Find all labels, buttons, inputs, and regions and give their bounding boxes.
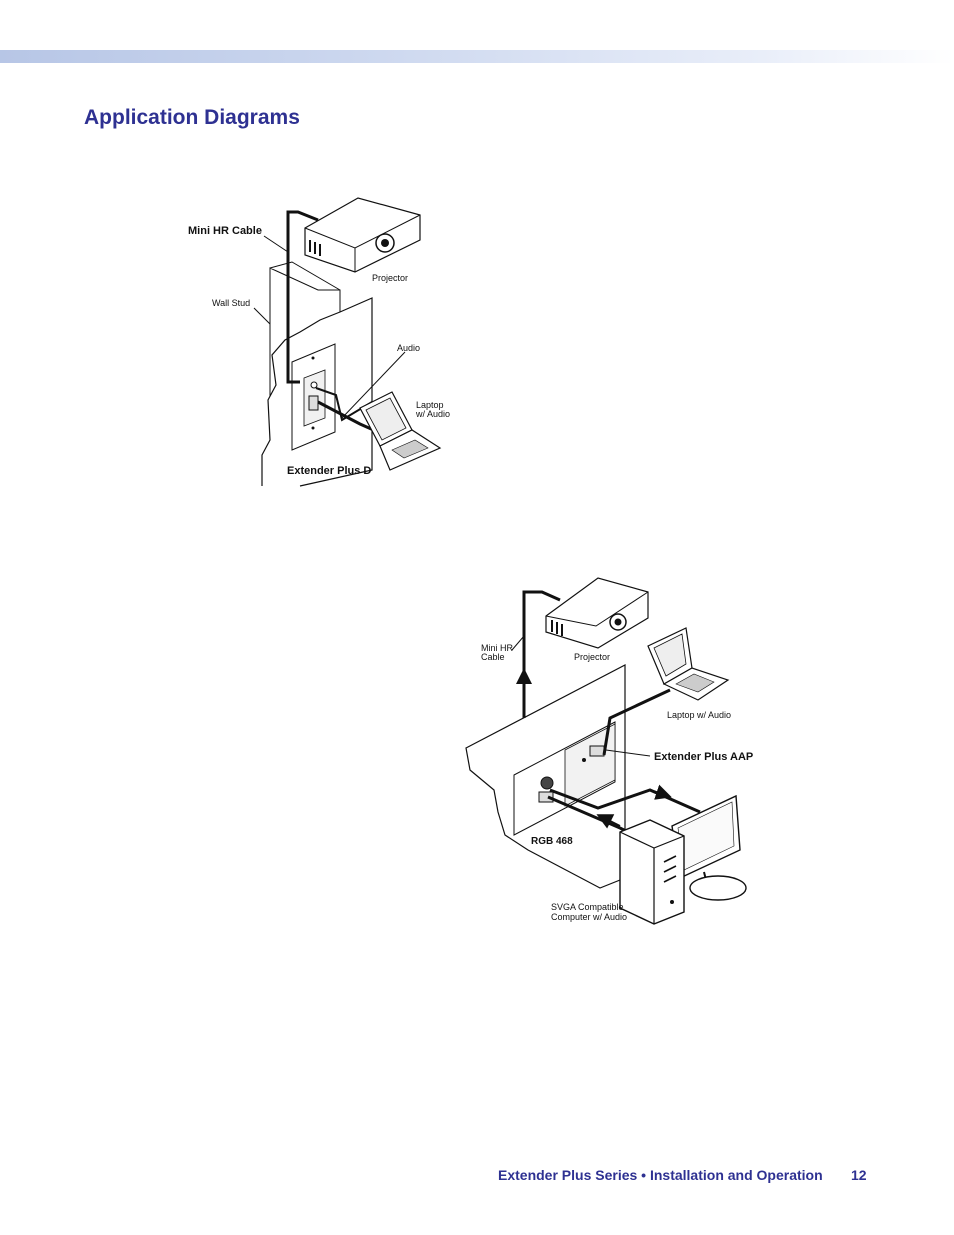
leader-audio <box>341 351 406 419</box>
label-mini-hr-line2: Cable <box>481 652 505 662</box>
extender-plus-d-plate <box>291 343 336 451</box>
label-rgb-468: RGB 468 <box>531 836 573 847</box>
mini-hr-cable-line <box>286 210 319 384</box>
page-title: Application Diagrams <box>84 106 300 129</box>
laptop-cable-line <box>602 688 671 756</box>
leader-extender-plus-aap <box>605 749 651 757</box>
label-computer-line1: SVGA Compatible <box>551 902 624 912</box>
header-band <box>0 50 954 63</box>
monitor-cable-line <box>549 788 701 814</box>
label-projector-1: Projector <box>372 273 408 283</box>
label-computer-line2: Computer w/ Audio <box>551 912 627 922</box>
page-number: 12 <box>851 1167 867 1183</box>
mini-hr-cable-line-2 <box>522 590 561 718</box>
label-audio: Audio <box>397 343 420 353</box>
label-laptop-line2: w/ Audio <box>415 409 450 419</box>
label-projector-2: Projector <box>574 652 610 662</box>
label-extender-plus-aap: Extender Plus AAP <box>654 751 753 763</box>
label-laptop-line1: Laptop <box>416 400 444 410</box>
computer-arrow <box>596 814 621 829</box>
monitor-arrow <box>649 784 672 800</box>
projector-illustration <box>304 197 421 273</box>
projector-illustration-2 <box>545 577 649 649</box>
leader-mini-hr <box>263 235 289 253</box>
label-mini-hr-cable: Mini HR Cable <box>188 225 262 237</box>
label-wall-stud: Wall Stud <box>212 298 250 308</box>
label-extender-plus-d: Extender Plus D <box>287 465 371 477</box>
computer-tower-illustration <box>619 819 685 925</box>
label-laptop-2: Laptop w/ Audio <box>667 710 731 720</box>
monitor-illustration <box>671 794 747 901</box>
leader-wall-stud <box>253 307 271 325</box>
laptop-illustration <box>359 391 442 471</box>
leader-mini-hr-2 <box>511 635 525 651</box>
diagram-extender-plus-d: Mini HR Cable Projector Wall Stud Audio … <box>188 197 450 487</box>
laptop-illustration-2 <box>647 627 730 701</box>
label-mini-hr-line1: Mini HR <box>481 643 514 653</box>
rgb-468-panel <box>513 721 616 836</box>
footer-series-text: Extender Plus Series • Installation and … <box>498 1167 823 1183</box>
diagram-extender-plus-aap: Mini HR Cable Projector Laptop w/ Audio … <box>465 577 753 925</box>
audio-cable-line <box>315 387 373 422</box>
page-footer: Extender Plus Series • Installation and … <box>0 1167 954 1187</box>
